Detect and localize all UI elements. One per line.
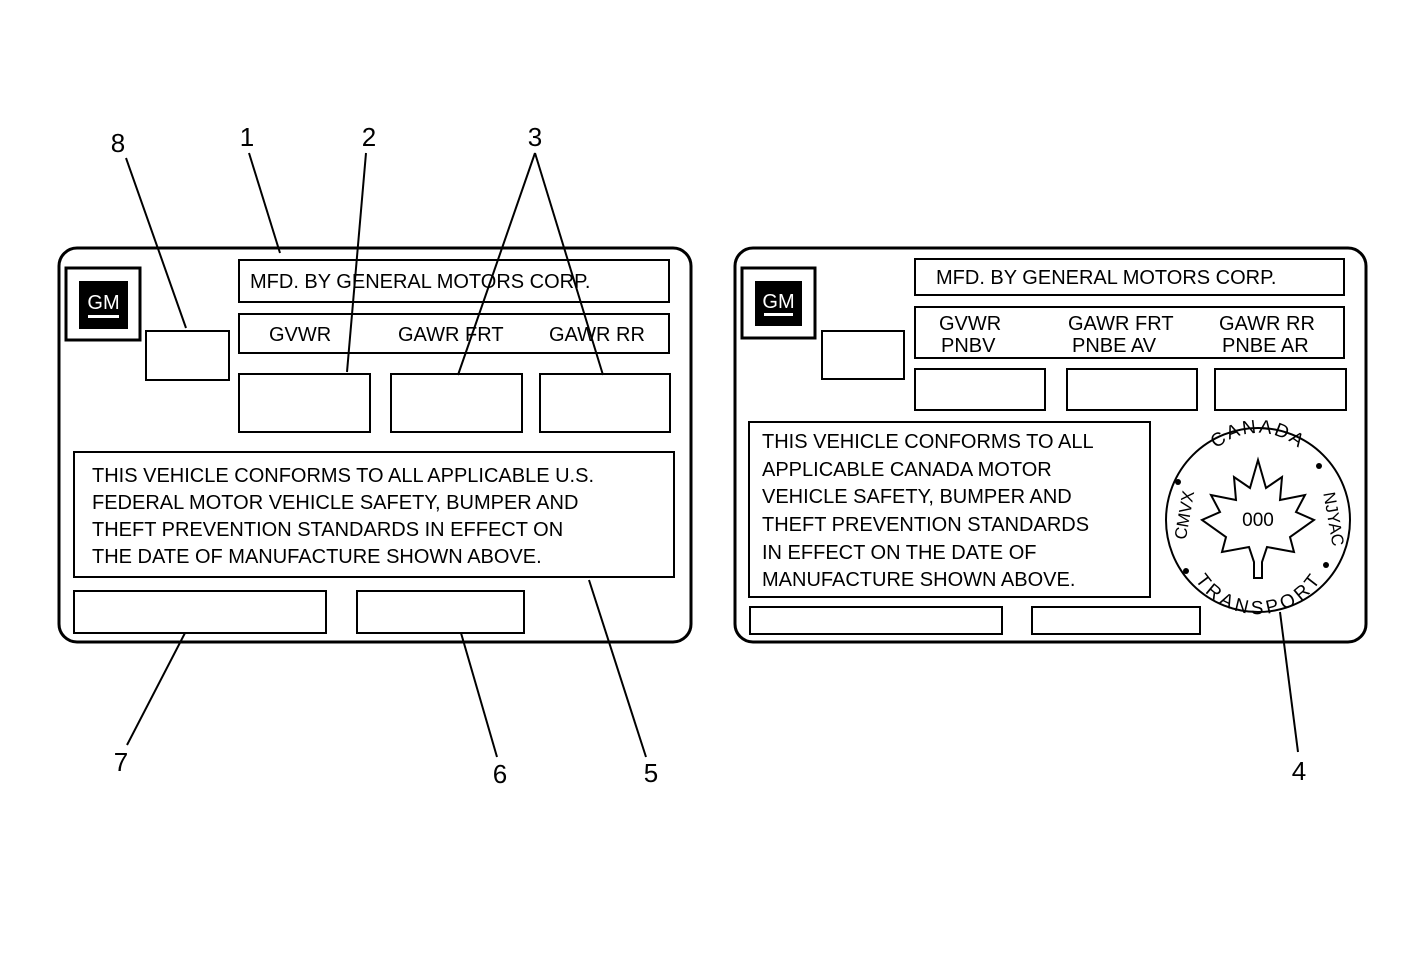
leader-line-7 <box>126 632 186 746</box>
us-statement-box <box>73 451 675 578</box>
leader-line-1 <box>248 152 281 254</box>
canada-header-gawr-rr: GAWR RR <box>1219 313 1315 335</box>
callout-7: 7 <box>114 747 128 777</box>
canada-header-pnbv: PNBV <box>941 335 996 357</box>
us-gm-logo: GM <box>64 266 142 342</box>
us-header-gvwr: GVWR <box>269 324 331 346</box>
leader-line-3a <box>457 152 536 376</box>
callout-2: 2 <box>362 122 376 152</box>
callout-3: 3 <box>528 122 542 152</box>
us-date-box <box>145 330 230 381</box>
callout-8: 8 <box>111 128 125 158</box>
us-certification-label: GM MFD. BY GENERAL MOTORS CORP. GVWR GAW… <box>57 246 693 644</box>
canada-statement-box <box>748 421 1151 598</box>
leader-line-5 <box>588 579 647 758</box>
canada-statement-line-1: THIS VEHICLE CONFORMS TO ALL <box>762 431 1094 453</box>
canada-type-box <box>1031 606 1201 635</box>
leader-lines <box>125 152 1299 758</box>
callout-1: 1 <box>240 122 254 152</box>
callout-4: 4 <box>1292 756 1306 786</box>
canada-header-gvwr: GVWR <box>939 313 1001 335</box>
seal-outer-ring <box>1165 427 1351 613</box>
us-statement-line-3: THEFT PREVENTION STANDARDS IN EFFECT ON <box>92 519 563 541</box>
us-type-box <box>356 590 525 634</box>
leader-line-8 <box>125 157 187 329</box>
canada-gvwr-value-box <box>914 368 1046 411</box>
callout-6: 6 <box>493 759 507 789</box>
canada-manufacturer-text: MFD. BY GENERAL MOTORS CORP. <box>936 267 1276 289</box>
canada-certification-label: GM MFD. BY GENERAL MOTORS CORP. GVWR PNB… <box>733 246 1368 644</box>
canada-gawr-frt-value-box <box>1066 368 1198 411</box>
seal-right-text: NJYAC <box>1319 491 1347 548</box>
us-manufacturer-text: MFD. BY GENERAL MOTORS CORP. <box>250 271 590 293</box>
us-statement-line-1: THIS VEHICLE CONFORMS TO ALL APPLICABLE … <box>92 465 594 487</box>
us-gawr-rr-value-box <box>539 373 671 433</box>
us-statement-line-2: FEDERAL MOTOR VEHICLE SAFETY, BUMPER AND <box>92 492 578 514</box>
canada-statement-line-2: APPLICABLE CANADA MOTOR <box>762 459 1052 481</box>
seal-center-number: 000 <box>1242 510 1274 531</box>
us-statement-line-4: THE DATE OF MANUFACTURE SHOWN ABOVE. <box>92 546 542 568</box>
canada-header-pnbe-av: PNBE AV <box>1072 335 1157 357</box>
canada-gm-logo: GM <box>740 266 817 340</box>
us-header-gawr-rr: GAWR RR <box>549 324 645 346</box>
us-rating-header-box <box>238 313 670 354</box>
canada-gawr-rr-value-box <box>1214 368 1347 411</box>
canada-label-outline <box>733 246 1368 644</box>
us-manufacturer-box <box>238 259 670 303</box>
canada-vin-box <box>749 606 1003 635</box>
canada-header-gawr-frt: GAWR FRT <box>1068 313 1174 335</box>
leader-line-6 <box>460 632 498 758</box>
us-gvwr-value-box <box>238 373 371 433</box>
leader-line-3b <box>534 152 604 376</box>
canada-statement-line-4: THEFT PREVENTION STANDARDS <box>762 514 1089 536</box>
us-header-gawr-frt: GAWR FRT <box>398 324 504 346</box>
canada-manufacturer-box <box>914 258 1345 296</box>
canada-date-box <box>821 330 905 380</box>
seal-left-text: CMVX <box>1171 489 1198 541</box>
canada-statement-line-5: IN EFFECT ON THE DATE OF <box>762 542 1036 564</box>
leader-line-4 <box>1279 611 1299 753</box>
us-label-outline <box>57 246 693 644</box>
leader-line-2 <box>346 152 367 373</box>
canada-rating-header-box <box>914 306 1345 359</box>
canada-header-pnbe-ar: PNBE AR <box>1222 335 1309 357</box>
us-gm-logo-text: GM <box>87 292 119 314</box>
callout-5: 5 <box>644 758 658 788</box>
seal-top-text: CANADA <box>1207 417 1309 453</box>
us-vin-box <box>73 590 327 634</box>
canada-gm-logo-text: GM <box>762 291 794 313</box>
callout-numbers: 1 2 3 4 5 6 7 8 <box>111 122 1306 789</box>
maple-leaf-icon <box>1199 456 1317 579</box>
transport-canada-seal: CANADA TRANSPORT CMVX NJYAC 000 <box>1165 417 1351 619</box>
us-gawr-frt-value-box <box>390 373 523 433</box>
canada-statement-line-3: VEHICLE SAFETY, BUMPER AND <box>762 486 1072 508</box>
canada-statement-line-6: MANUFACTURE SHOWN ABOVE. <box>762 569 1075 591</box>
